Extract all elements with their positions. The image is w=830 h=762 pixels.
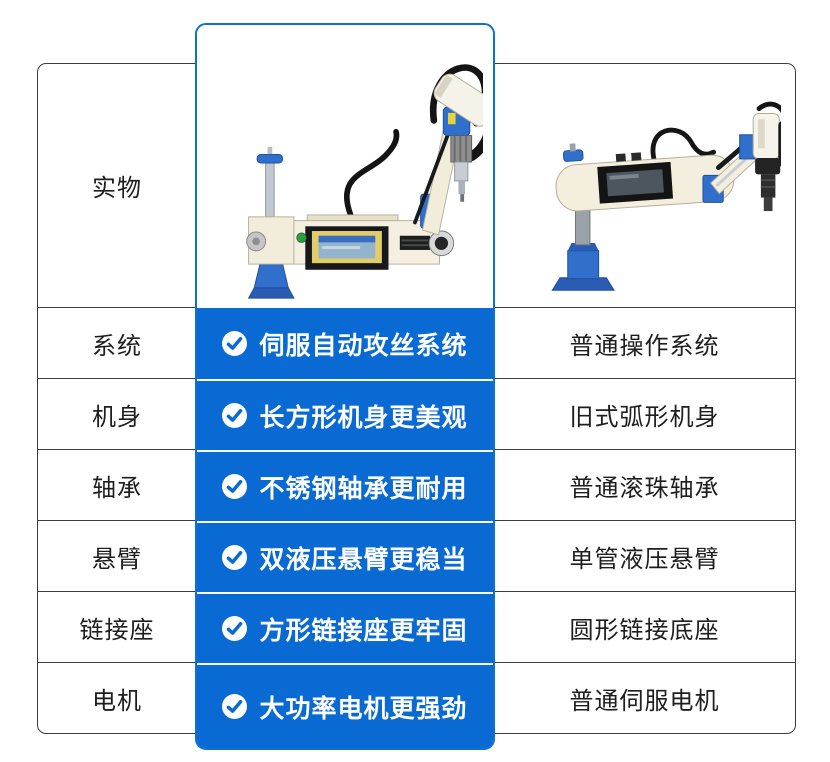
row-label: 悬臂 xyxy=(38,520,196,591)
highlight-text: 长方形机身更美观 xyxy=(259,402,468,432)
check-icon xyxy=(222,331,248,356)
highlight-text: 双液压悬臂更稳当 xyxy=(259,544,468,574)
standard-cell: 普通操作系统 xyxy=(494,307,795,378)
highlight-text: 方形链接座更牢固 xyxy=(259,615,468,645)
highlight-column-card: 伺服自动攻丝系统 长方形机身更美观 不锈钢轴承更耐用 双液压悬臂更稳当 方形链接… xyxy=(195,23,495,750)
row-label: 链接座 xyxy=(38,591,196,662)
check-icon xyxy=(222,545,248,570)
row-label: 系统 xyxy=(38,307,196,378)
check-icon xyxy=(222,694,248,719)
standard-cell: 普通伺服电机 xyxy=(494,662,795,733)
highlight-rows: 伺服自动攻丝系统 长方形机身更美观 不锈钢轴承更耐用 双液压悬臂更稳当 方形链接… xyxy=(197,308,493,748)
check-icon xyxy=(222,616,248,641)
highlight-cell: 不锈钢轴承更耐用 xyxy=(197,450,493,521)
old-machine-photo xyxy=(550,101,781,291)
featured-photo-cell xyxy=(197,25,493,308)
check-icon xyxy=(222,474,248,499)
standard-cell: 旧式弧形机身 xyxy=(494,378,795,449)
check-icon xyxy=(222,403,248,428)
standard-cell: 单管液压悬臂 xyxy=(494,520,795,591)
competitor-photo-cell xyxy=(494,64,795,307)
new-machine-photo xyxy=(246,64,483,299)
highlight-cell: 方形链接座更牢固 xyxy=(197,592,493,663)
highlight-text: 伺服自动攻丝系统 xyxy=(259,330,468,360)
highlight-cell: 长方形机身更美观 xyxy=(197,379,493,450)
standard-cell: 普通滚珠轴承 xyxy=(494,449,795,520)
row-label: 电机 xyxy=(38,662,196,733)
highlight-cell: 大功率电机更强劲 xyxy=(197,663,493,748)
standard-cell: 圆形链接底座 xyxy=(494,591,795,662)
highlight-cell: 伺服自动攻丝系统 xyxy=(197,308,493,379)
row-label-photo: 实物 xyxy=(92,174,142,202)
row-label: 轴承 xyxy=(38,449,196,520)
highlight-text: 大功率电机更强劲 xyxy=(259,693,468,723)
highlight-cell: 双液压悬臂更稳当 xyxy=(197,521,493,592)
highlight-text: 不锈钢轴承更耐用 xyxy=(259,473,468,503)
row-label: 机身 xyxy=(38,378,196,449)
